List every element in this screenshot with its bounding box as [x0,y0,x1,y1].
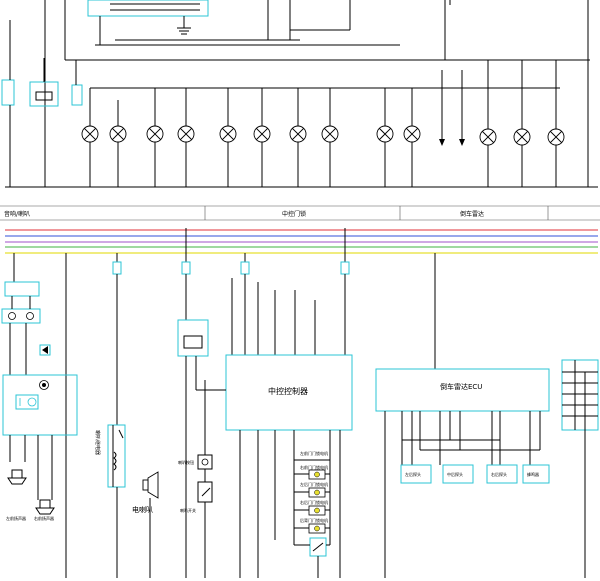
left-relay-box-1 [1,79,15,106]
reverse-radar-ecu [375,368,550,412]
radar-sensor-box [442,464,474,484]
horn-switch-icon [197,481,213,503]
right-speaker-label: 右前扬声器 [34,515,54,521]
radar-sensor-label: 蜂鸣器 [527,471,539,477]
horn-label: 电喇叭 [132,505,153,514]
section-header: 音响/喇叭 中控门锁 倒车雷达 [0,205,600,221]
horn-switch-fuse [181,261,191,275]
audio-switch-box [1,308,41,324]
door-motor-label: 右后门门锁电机 [300,499,328,505]
horn-relay-label: 喇叭继电器 [94,430,101,455]
audio-fuse-box [4,281,40,297]
reverse-radar-section: 倒车雷达ECU 左后探头 中后探头 右后探头 蜂鸣器 [375,253,599,578]
lamp-row [81,60,565,187]
radar-sensor-label: 左后探头 [405,471,421,477]
radar-sensor-label: 右后探头 [491,471,507,477]
switch-icon [8,312,16,320]
left-relay-box-2 [29,81,59,107]
horn-switch-label: 喇叭开关 [180,507,196,513]
right-connector-grid [561,359,599,431]
radar-sensor-box [522,464,550,484]
switch-icon [26,312,34,320]
central-lock-section: 中控控制器 左前门门锁电机 右前门门锁电机 左后门门锁电机 右后门门锁电机 后背… [200,228,353,578]
radar-sensor-box [486,464,518,484]
lock-fuse-2 [340,261,350,275]
ground-symbol-icon [177,16,191,35]
left-speaker-label: 左前扬声器 [6,515,26,521]
central-lock-controller-label: 中控控制器 [268,386,308,396]
radar-sensor-label: 中后探头 [447,471,463,477]
horn-fuse-box [112,261,122,275]
door-lock-motors: 左前门门锁电机 右前门门锁电机 左后门门锁电机 右后门门锁电机 后背门门锁电机 [294,450,330,578]
door-motor-label: 左前门门锁电机 [300,450,328,456]
clock-display-icon [15,394,39,410]
door-motor-label: 左后门门锁电机 [300,481,328,487]
horn-button-icon [197,454,213,470]
lock-fuse-1 [240,261,250,275]
horn-icon [142,471,159,578]
reverse-radar-ecu-label: 倒车雷达ECU [440,382,482,391]
horn-relay-box [107,424,126,488]
arrow-down-icon [459,139,465,146]
door-motor-label: 后背门门锁电机 [300,517,328,523]
radar-sensor-box [400,464,432,484]
section-title-mid: 中控门锁 [282,210,306,218]
audio-horn-section: 左前扬声器 右前扬声器 喇叭继电器 电喇叭 喇叭按钮 [1,228,226,578]
section-title-left: 音响/喇叭 [4,210,30,218]
door-motor-label: 右前门门锁电机 [300,464,328,470]
central-lock-controller [225,354,353,431]
arrow-down-icon [439,139,445,146]
power-buses [5,229,598,254]
relay-box-3 [71,84,83,106]
right-speaker-icon [39,499,51,509]
speaker-symbol-icon [39,344,51,356]
horn-button-label: 喇叭按钮 [178,459,194,465]
horn-switch-box [177,319,209,357]
left-speaker-icon [11,469,23,479]
head-unit-box [2,374,78,436]
top-connector-block [87,0,209,17]
section-title-right: 倒车雷达 [460,210,484,218]
top-section [1,0,598,188]
